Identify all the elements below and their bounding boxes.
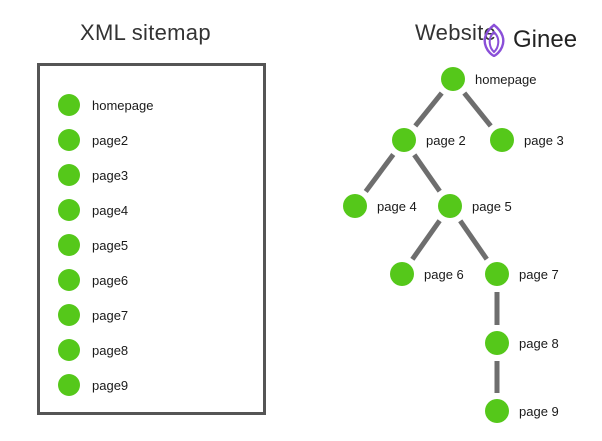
node-dot: [58, 164, 80, 186]
logo-text: Ginee: [513, 26, 578, 53]
tree-node-label: page 3: [524, 132, 564, 148]
tree-node-page2: page 2: [392, 128, 466, 152]
sitemap-item-label: page2: [92, 132, 129, 148]
sitemap-item: page6: [58, 268, 128, 292]
tree-node-page4: page 4: [343, 194, 417, 218]
tree-node-page5: page 5: [438, 194, 512, 218]
sitemap-item: page3: [58, 163, 128, 187]
tree-node-page3: page 3: [490, 128, 564, 152]
sitemap-item: page7: [58, 303, 128, 327]
sitemap-item-label: page7: [92, 307, 129, 323]
sitemap-item: page2: [58, 128, 128, 152]
tree-node-homepage: homepage: [441, 67, 536, 91]
sitemap-item-label: homepage: [92, 97, 154, 113]
tree-node-label: page 2: [426, 132, 466, 148]
tree-node-label: homepage: [475, 71, 537, 87]
node-dot: [485, 331, 509, 355]
node-dot: [58, 234, 80, 256]
tree-edge-page5-page7: [458, 219, 489, 261]
tree-edge-page5-page6: [410, 219, 442, 261]
node-dot: [485, 262, 509, 286]
sitemap-item-label: page5: [92, 237, 129, 253]
node-dot: [58, 374, 80, 396]
tree-node-page7: page 7: [485, 262, 559, 286]
ginee-leaf-icon: [483, 23, 505, 57]
tree-node-label: page 7: [519, 266, 559, 282]
sitemap-item-label: page8: [92, 342, 129, 358]
node-dot: [58, 129, 80, 151]
sitemap-item-label: page9: [92, 377, 129, 393]
tree-node-label: page 4: [377, 198, 417, 214]
sitemap-item: homepage: [58, 93, 153, 117]
node-dot: [392, 128, 416, 152]
node-dot: [438, 194, 462, 218]
node-dot: [58, 339, 80, 361]
sitemap-item-label: page6: [92, 272, 129, 288]
sitemap-item: page8: [58, 338, 128, 362]
ginee-logo: Ginee: [479, 23, 577, 57]
tree-node-page6: page 6: [390, 262, 464, 286]
tree-node-label: page 8: [519, 335, 559, 351]
sitemap-item: page5: [58, 233, 128, 257]
node-dot: [490, 128, 514, 152]
node-dot: [58, 94, 80, 116]
xml-sitemap-box: homepage page2 page3 page4 page5 page6 p…: [37, 63, 266, 415]
tree-edge-page2-page5: [412, 153, 442, 193]
node-dot: [441, 67, 465, 91]
sitemap-item: page4: [58, 198, 128, 222]
node-dot: [58, 269, 80, 291]
sitemap-item-label: page4: [92, 202, 129, 218]
sitemap-item: page9: [58, 373, 128, 397]
tree-node-label: page 6: [424, 266, 464, 282]
node-dot: [58, 304, 80, 326]
node-dot: [343, 194, 367, 218]
xml-sitemap-title: XML sitemap: [80, 20, 211, 45]
sitemap-item-label: page3: [92, 167, 129, 183]
node-dot: [390, 262, 414, 286]
tree-edge-homepage-page3: [462, 91, 493, 128]
node-dot: [58, 199, 80, 221]
tree-node-page8: page 8: [485, 331, 559, 355]
website-title: Website: [415, 20, 497, 45]
node-dot: [485, 399, 509, 423]
tree-edge-homepage-page2: [413, 91, 444, 128]
tree-node-label: page 9: [519, 403, 559, 419]
tree-edge-page2-page4: [363, 152, 396, 194]
tree-node-label: page 5: [472, 198, 512, 214]
tree-node-page9: page 9: [485, 399, 559, 423]
